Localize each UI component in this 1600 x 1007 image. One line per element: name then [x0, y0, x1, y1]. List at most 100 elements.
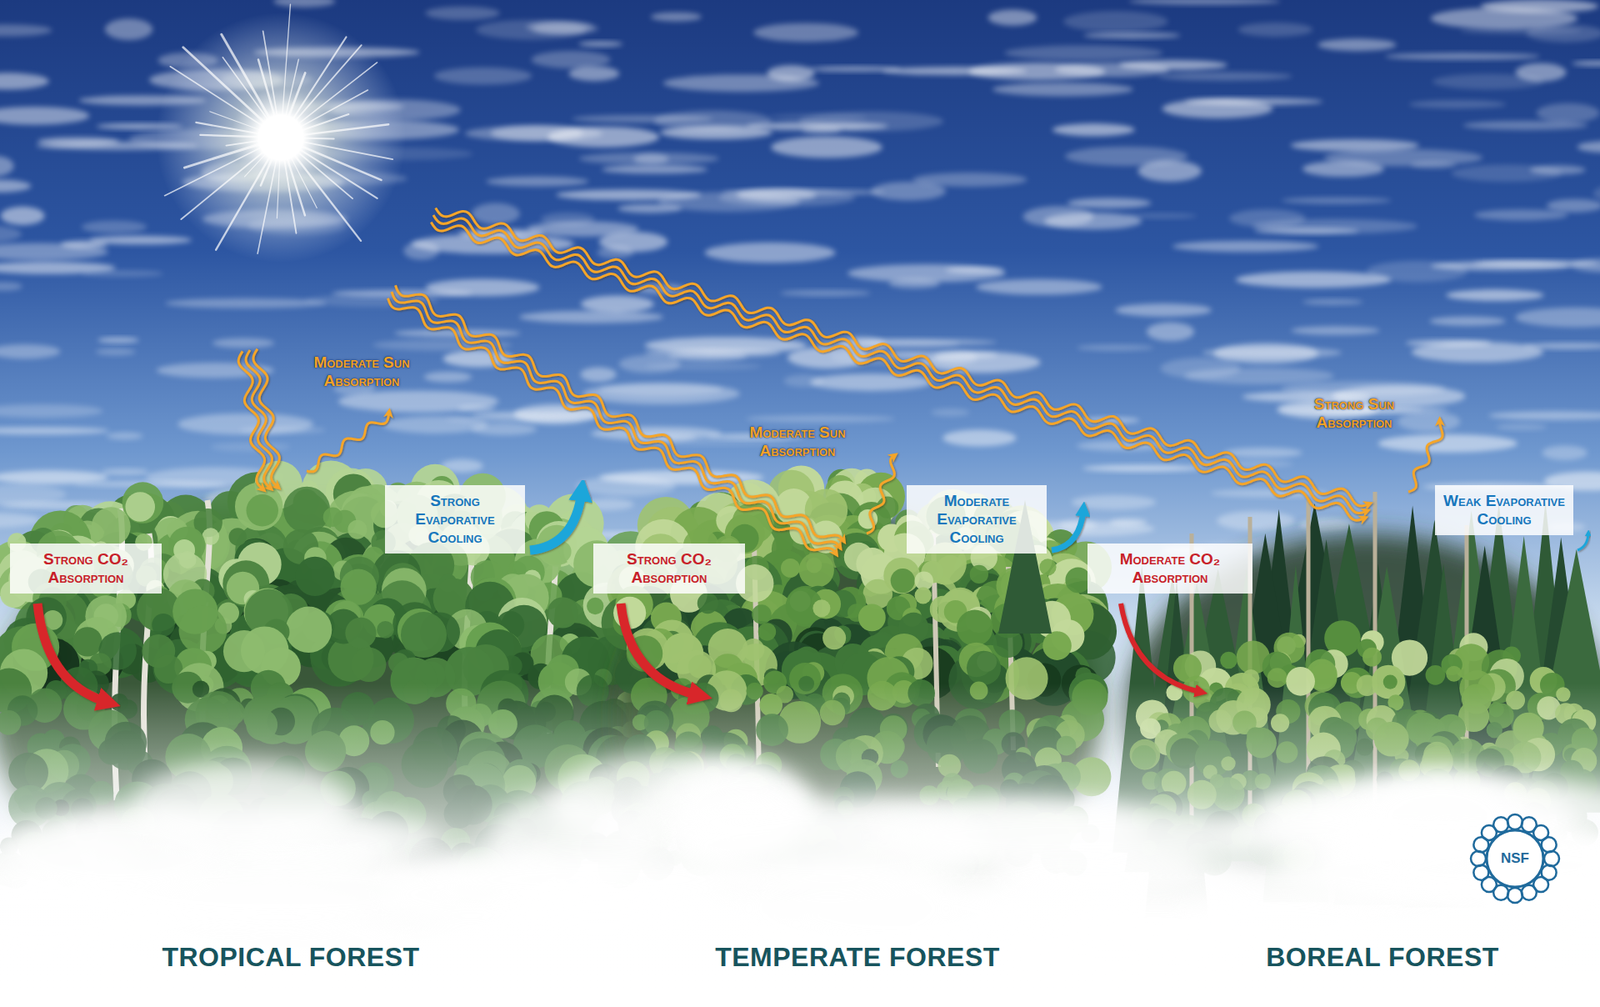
cloud [0, 426, 110, 435]
cloud [165, 298, 326, 309]
sun-absorption-label: Strong Sun Absorption [1279, 395, 1430, 432]
cloud [485, 176, 589, 187]
cloud [1577, 140, 1600, 153]
foliage [235, 482, 284, 531]
co2-arrow [1120, 603, 1200, 692]
sunlight-wave [306, 412, 390, 472]
cloud [403, 241, 440, 260]
cloud [582, 383, 740, 405]
cloud [1076, 344, 1155, 350]
foliage [1445, 665, 1462, 682]
cloud [745, 415, 895, 423]
cloud [424, 371, 473, 383]
foliage [1362, 647, 1382, 667]
cloud [525, 20, 593, 35]
cloud [177, 413, 314, 435]
foliage [246, 494, 279, 526]
foliage [799, 552, 835, 588]
cloud [1229, 209, 1306, 228]
foliage [751, 604, 772, 625]
cloud [1115, 303, 1212, 317]
cloud [101, 468, 149, 475]
sun-absorption-label: Moderate Sun Absorption [286, 353, 437, 390]
cloud [425, 278, 540, 296]
logo-text: NSF [1481, 850, 1549, 867]
cloud [654, 110, 772, 131]
foliage [179, 605, 228, 655]
co2-absorption-box: Moderate CO₂ Absorption [1087, 543, 1253, 594]
cloud [975, 279, 1102, 295]
cloud [1324, 149, 1484, 167]
sun-absorption-label: Moderate Sun Absorption [722, 423, 873, 460]
sunlight-wave [391, 291, 840, 547]
cloud [705, 242, 836, 263]
foliage [223, 630, 265, 672]
cloud [1571, 60, 1600, 66]
sun-ray [165, 145, 267, 196]
cloud [1570, 258, 1600, 272]
cloud [273, 0, 335, 8]
cloud [1065, 146, 1188, 166]
sun-glow [155, 12, 406, 263]
cloud [0, 344, 61, 359]
cooling-arrow [530, 491, 582, 550]
cloud [1202, 347, 1342, 359]
foliage [858, 603, 886, 631]
cloud [1445, 289, 1545, 301]
cloud [1409, 100, 1507, 109]
sun-ray [183, 47, 269, 127]
sun-ray [276, 154, 280, 219]
foliage [966, 650, 1001, 685]
cloud [471, 203, 520, 225]
cloud [650, 12, 702, 22]
sun-ray [297, 137, 335, 139]
cloud [988, 10, 1038, 26]
sun-disc [259, 115, 303, 160]
cloud [1004, 45, 1163, 60]
logo-petal [1521, 885, 1537, 900]
cloud [885, 350, 998, 360]
foliage [376, 620, 395, 639]
cloud [1126, 213, 1197, 219]
cloud [0, 470, 109, 484]
foliage [229, 527, 247, 545]
cloud [1052, 123, 1135, 136]
cloud [1055, 62, 1170, 77]
sunlight-wave [1408, 420, 1443, 492]
nsf-logo [1470, 814, 1560, 903]
cloud [801, 126, 841, 134]
cloud [1474, 209, 1568, 220]
cloud [1378, 434, 1518, 453]
foliage [345, 617, 376, 649]
cloud [1063, 10, 1168, 32]
co2-arrow [620, 603, 699, 695]
cloud [1488, 410, 1600, 420]
cloud [547, 126, 660, 148]
sunlight-wave [430, 222, 1365, 521]
cloud [1281, 197, 1391, 205]
cloud [1223, 447, 1302, 458]
sun-ray [290, 150, 361, 241]
fog-puff [131, 761, 354, 851]
cloud [1216, 510, 1295, 530]
foliage [1039, 558, 1056, 575]
cloud [1302, 299, 1364, 305]
logo-petal [1473, 865, 1489, 880]
cloud [770, 136, 883, 159]
cloud [457, 405, 495, 411]
co2-absorption-box: Strong CO₂ Absorption [593, 543, 745, 594]
cloud [578, 40, 623, 47]
cloud [0, 106, 90, 125]
cloud [106, 432, 144, 440]
box-text: Weak Evaporative Cooling [1441, 491, 1567, 529]
cloud [1317, 38, 1397, 51]
cloud [1290, 325, 1380, 335]
foliage [1042, 630, 1072, 660]
cloud [0, 155, 15, 176]
foliage [956, 610, 993, 646]
foliage [758, 622, 777, 641]
fog-puffs [0, 751, 1600, 995]
foliage [812, 599, 830, 617]
cloud [434, 67, 532, 85]
